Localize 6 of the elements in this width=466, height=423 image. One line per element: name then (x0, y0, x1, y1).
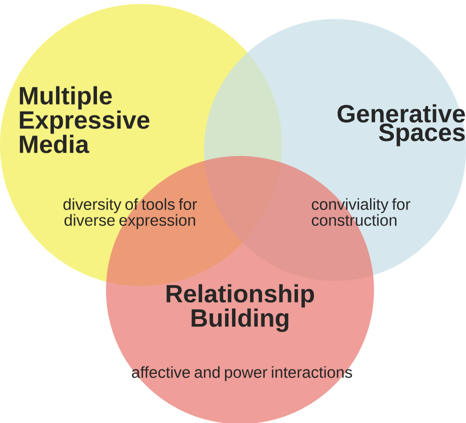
circle-description: diversity of tools for diverse expression (63, 198, 197, 230)
circle-heading: Generative Spaces (338, 104, 465, 146)
circle-heading: Relationship Building (166, 284, 314, 332)
circle-heading: Multiple Expressive Media (20, 86, 150, 154)
circle-description: affective and power interactions (132, 366, 352, 382)
circle-description: conviviality for construction (312, 198, 410, 226)
